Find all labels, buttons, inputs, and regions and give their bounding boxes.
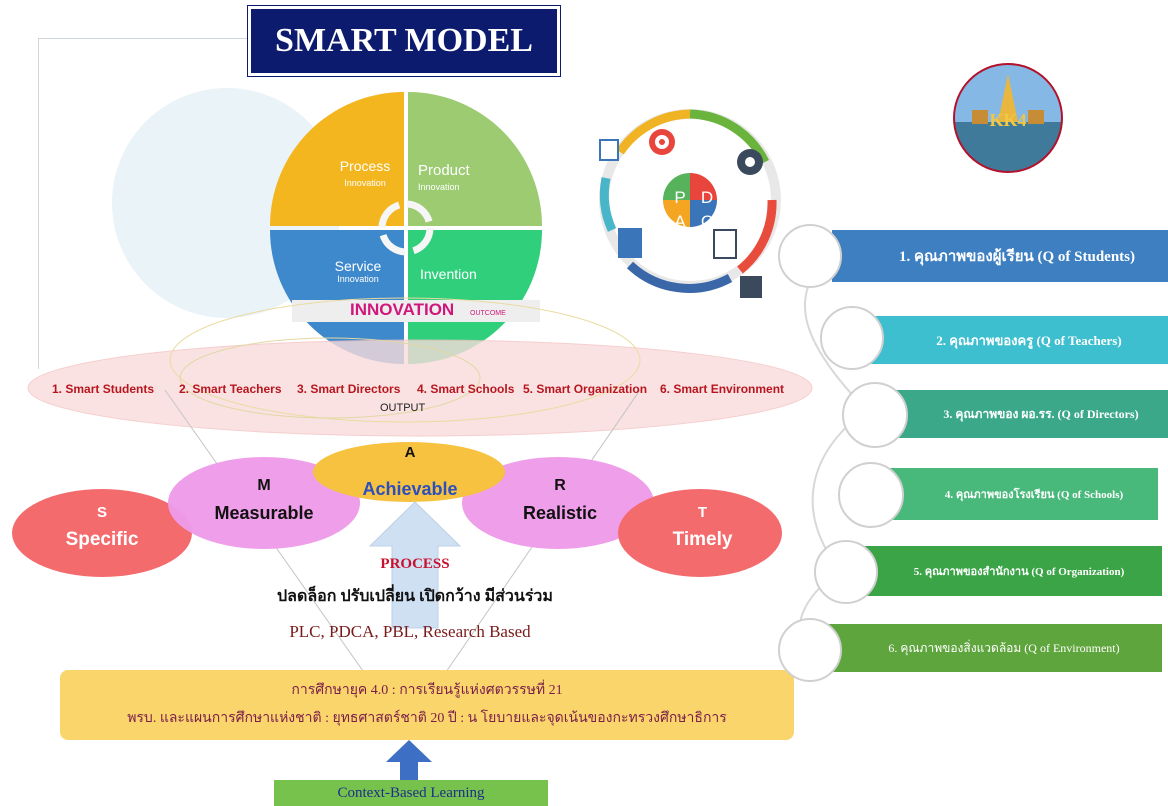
quality-circle (842, 382, 908, 448)
achievable-word: Achievable (362, 479, 458, 499)
innovation-circle (270, 82, 542, 372)
quality-bar-organization: 5. คุณภาพของสำนักงาน (Q of Organization) (860, 546, 1162, 596)
pdca-cycle (599, 109, 781, 298)
quality-bar-environment: 6. คุณภาพของสิ่งแวดล้อม (Q of Environmen… (828, 624, 1162, 672)
chart-icon (599, 139, 619, 161)
quality-circle (778, 224, 842, 288)
achievable-ellipse (313, 442, 505, 502)
quality-bar-teachers: 2. คุณภาพของครู (Q of Teachers) (870, 316, 1168, 364)
quality-circle (820, 306, 884, 370)
quality-circle (778, 618, 842, 682)
product-quadrant (408, 92, 542, 226)
page-title: SMART MODEL (248, 6, 560, 76)
smart-students: 1. Smart Students (52, 382, 155, 396)
invention-label: Invention (420, 266, 477, 282)
smart-directors: 3. Smart Directors (297, 382, 401, 396)
output-label: OUTPUT (380, 402, 426, 414)
smart-environment: 6. Smart Environment (660, 382, 785, 396)
context-arrow-icon (386, 740, 432, 780)
realistic-ellipse (462, 457, 654, 549)
calculator-icon (740, 276, 762, 298)
context-box: Context-Based Learning (274, 780, 548, 806)
specific-ellipse (12, 489, 192, 577)
smart-teachers: 2. Smart Teachers (179, 382, 282, 396)
invention-quadrant (408, 230, 542, 364)
quality-bar-directors: 3. คุณภาพของ ผอ.รร. (Q of Directors) (892, 390, 1168, 438)
measurable-label: M Measurable (214, 477, 314, 523)
pdca-d: D (700, 188, 714, 207)
outcome-label: OUTCOME (470, 310, 506, 317)
achievable-letter: A (404, 444, 416, 461)
service-quadrant (270, 230, 404, 364)
pdca-c: C (700, 212, 714, 231)
process-quadrant (270, 92, 404, 226)
organization-logo (953, 63, 1063, 173)
cycle-arrows-icon (378, 200, 434, 256)
timely-label: T Timely (672, 504, 733, 550)
process-innovation-label: Process Innovation (339, 158, 391, 188)
measurable-ellipse (168, 457, 360, 549)
service-innovation-label: Service Innovation (334, 258, 382, 284)
specific-label: S Specific (65, 504, 139, 550)
smart-organization: 5. Smart Organization (523, 382, 648, 396)
foundation-box: การศึกษายุค 4.0 : การเรียนรู้แห่งศตวรรษท… (60, 670, 794, 740)
timely-ellipse (618, 489, 782, 577)
quality-bar-schools: 4. คุณภาพของโรงเรียน (Q of Schools) (890, 468, 1158, 520)
process-methods: PLC, PDCA, PBL, Research Based (289, 622, 531, 641)
innovation-band (292, 300, 540, 322)
quality-circle (838, 462, 904, 528)
foundation-line-1: การศึกษายุค 4.0 : การเรียนรู้แห่งศตวรรษท… (291, 683, 563, 698)
pdca-a: A (674, 212, 686, 231)
pdca-p: P (674, 188, 686, 207)
process-arrow-icon (368, 501, 462, 629)
product-innovation-label: Product Innovation (418, 162, 470, 192)
background-frame (38, 38, 411, 369)
innovation-label: INNOVATION (350, 300, 455, 319)
realistic-label: R Realistic (522, 477, 598, 523)
logo-text: KK4 (989, 110, 1027, 130)
process-thai: ปลดล็อก ปรับเปลี่ยน เปิดกว้าง มีส่วนร่วม (277, 588, 553, 605)
clipboard-icon (713, 229, 737, 259)
foundation-line-2: พรบ. และแผนการศึกษาแห่งชาติ : ยุทธศาสตร์… (127, 711, 727, 726)
quality-bar-students: 1. คุณภาพของผู้เรียน (Q of Students) (832, 230, 1168, 282)
process-label: PROCESS (380, 556, 450, 572)
book-icon (618, 228, 642, 258)
quality-circle (814, 540, 878, 604)
smart-schools: 4. Smart Schools (417, 382, 515, 396)
